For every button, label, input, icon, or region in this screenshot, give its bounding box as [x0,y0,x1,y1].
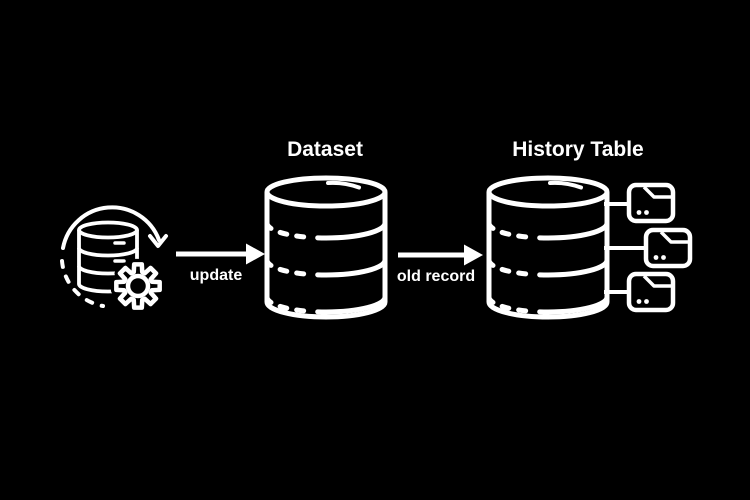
dataset-title: Dataset [287,138,363,161]
update-process-icon [60,205,168,314]
old-record-arrow-label: old record [397,268,475,285]
dataset-node: Dataset [267,138,385,317]
sync-circle-arrow-icon [60,205,168,308]
gear-hole [125,273,151,299]
arrowhead [464,244,483,266]
file-folder-icon [629,274,673,310]
gear-icon [110,258,166,314]
sync-arrowhead [148,234,168,248]
arrowhead [246,243,265,265]
old-record-arrow: old record [397,244,483,285]
history-table-node: History Table [489,138,690,317]
database-cylinder-icon [489,178,607,317]
update-arrow-label: update [190,267,243,284]
update-arrow: update [176,243,265,284]
file-folder-icon [629,185,673,221]
database-cylinder-icon [267,178,385,317]
history-table-title: History Table [512,138,643,161]
file-folder-icon [646,230,690,266]
